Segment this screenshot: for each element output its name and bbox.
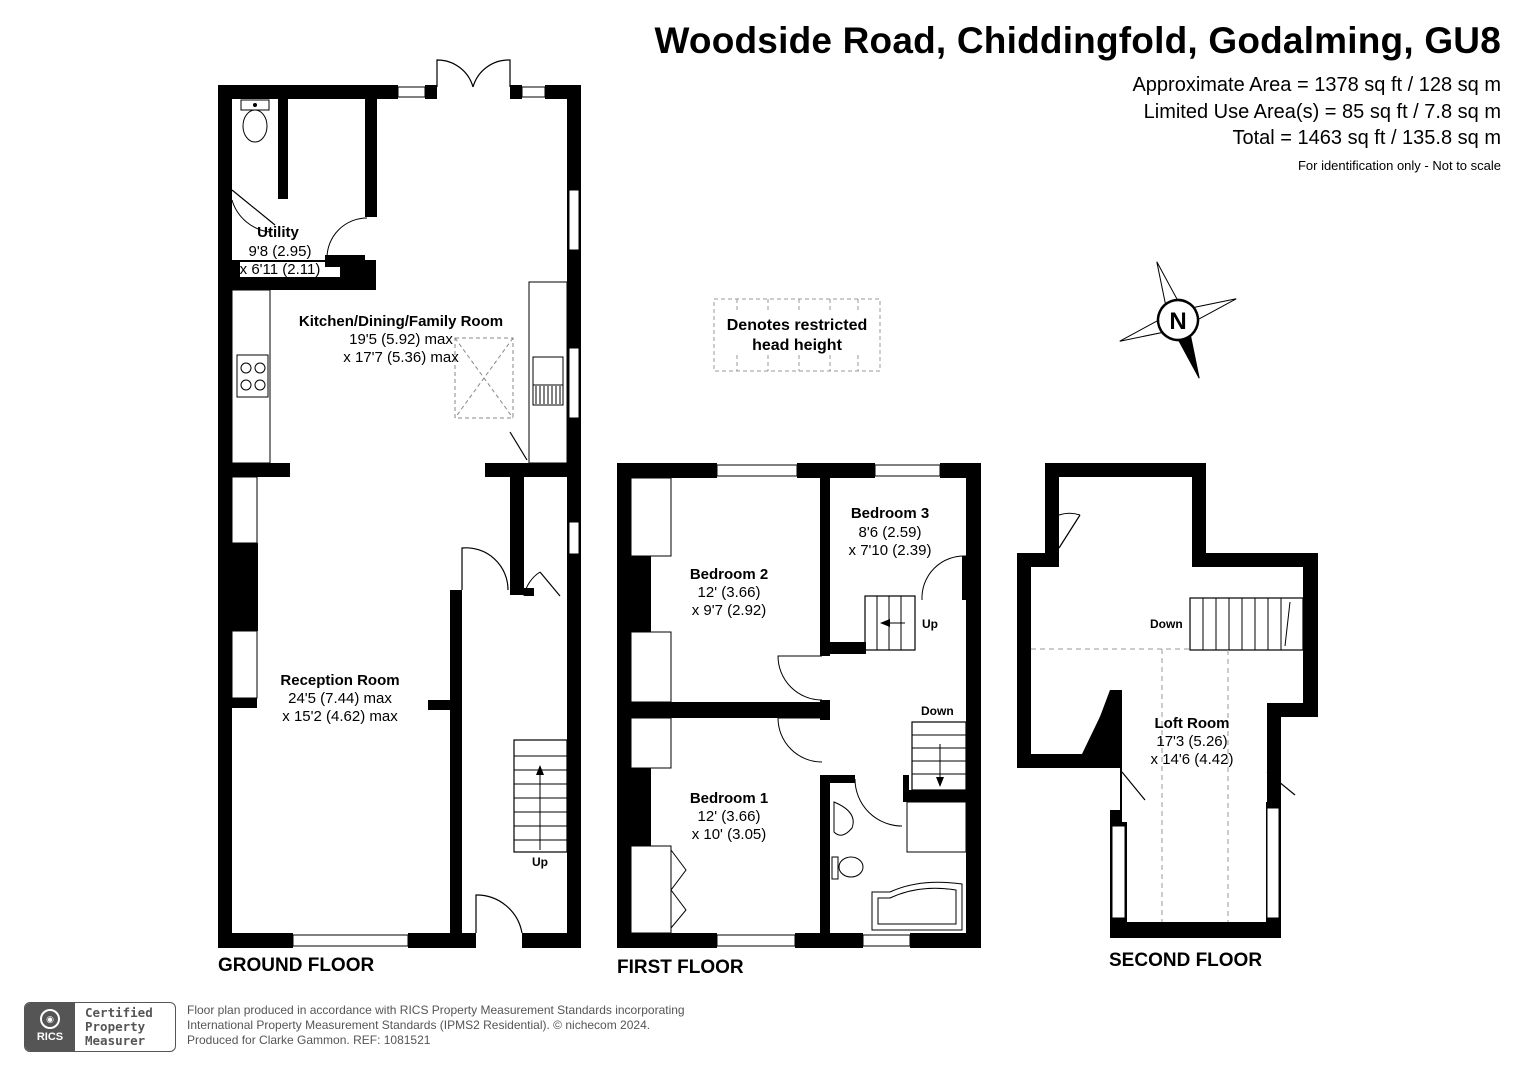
scale-note: For identification only - Not to scale	[1297, 158, 1501, 173]
bedroom1-dim1: 12' (3.66)	[698, 808, 761, 825]
compass-north-label: N	[1169, 308, 1186, 335]
footer-text: Floor plan produced in accordance with R…	[187, 1003, 685, 1048]
reception-name: Reception Room	[280, 672, 399, 689]
bedroom2-dim1: 12' (3.66)	[698, 584, 761, 601]
bedroom1-dim2: x 10' (3.05)	[692, 826, 767, 843]
utility-dim1: 9'8 (2.95)	[249, 243, 312, 260]
loft-name: Loft Room	[1155, 715, 1230, 732]
bedroom2-name: Bedroom 2	[690, 566, 768, 583]
badge-line3: Measurer	[85, 1033, 146, 1048]
approximate-area: Approximate Area = 1378 sq ft / 128 sq m	[1132, 74, 1501, 96]
rics-logo: ◉ RICS	[25, 1003, 75, 1051]
second-floor-label: SECOND FLOOR	[1109, 950, 1262, 971]
first-stairs-down: Down	[921, 704, 954, 718]
rics-org: RICS	[36, 1031, 64, 1043]
footer-line1: Floor plan produced in accordance with R…	[187, 1003, 685, 1017]
badge-line2: Property	[85, 1019, 146, 1034]
rics-emblem-icon: ◉	[40, 1009, 60, 1029]
kitchen-dim2: x 17'7 (5.36) max	[343, 349, 459, 366]
utility-dim2: x 6'11 (2.11)	[240, 261, 321, 278]
bedroom3-name: Bedroom 3	[851, 505, 929, 522]
footer-line3: Produced for Clarke Gammon. REF: 1081521	[187, 1033, 431, 1047]
bedroom3-dim2: x 7'10 (2.39)	[849, 542, 932, 559]
reception-dim1: 24'5 (7.44) max	[288, 690, 392, 707]
first-floor-plan: Bedroom 2 12' (3.66) x 9'7 (2.92) Bedroo…	[617, 463, 981, 978]
second-floor-plan: Down Loft Room 17'3 (5.26) x 14'6 (4.42)…	[1017, 463, 1318, 971]
utility-name: Utility	[257, 224, 299, 241]
loft-dim2: x 14'6 (4.42)	[1151, 751, 1234, 768]
kitchen-dim1: 19'5 (5.92) max	[349, 331, 453, 348]
bedroom1-name: Bedroom 1	[690, 790, 768, 807]
reception-dim2: x 15'2 (4.62) max	[282, 708, 398, 725]
bedroom3-dim1: 8'6 (2.59)	[859, 524, 922, 541]
limited-use-area: Limited Use Area(s) = 85 sq ft / 7.8 sq …	[1143, 101, 1501, 123]
second-stairs-down: Down	[1150, 617, 1183, 631]
ground-floor-plan: Utility 9'8 (2.95) x 6'11 (2.11) Kitchen…	[218, 59, 581, 976]
footer-line2: International Property Measurement Stand…	[187, 1018, 651, 1032]
ground-floor-label: GROUND FLOOR	[218, 955, 374, 976]
total-area: Total = 1463 sq ft / 135.8 sq m	[1232, 127, 1502, 149]
first-stairs-up: Up	[922, 617, 938, 631]
badge-line1: Certified	[85, 1005, 153, 1020]
legend-line2: head height	[752, 337, 842, 354]
property-title: Woodside Road, Chiddingfold, Godalming, …	[654, 20, 1501, 61]
kitchen-name: Kitchen/Dining/Family Room	[299, 313, 503, 330]
bedroom2-dim2: x 9'7 (2.92)	[692, 602, 767, 619]
restricted-height-legend: Denotes restricted head height	[713, 298, 881, 372]
compass-icon	[1119, 261, 1237, 379]
loft-dim1: 17'3 (5.26)	[1156, 733, 1227, 750]
rics-badge: ◉ RICS Certified Property Measurer	[24, 1002, 176, 1052]
first-floor-label: FIRST FLOOR	[617, 957, 744, 978]
legend-line1: Denotes restricted	[727, 317, 868, 334]
ground-stairs-up: Up	[532, 855, 548, 869]
